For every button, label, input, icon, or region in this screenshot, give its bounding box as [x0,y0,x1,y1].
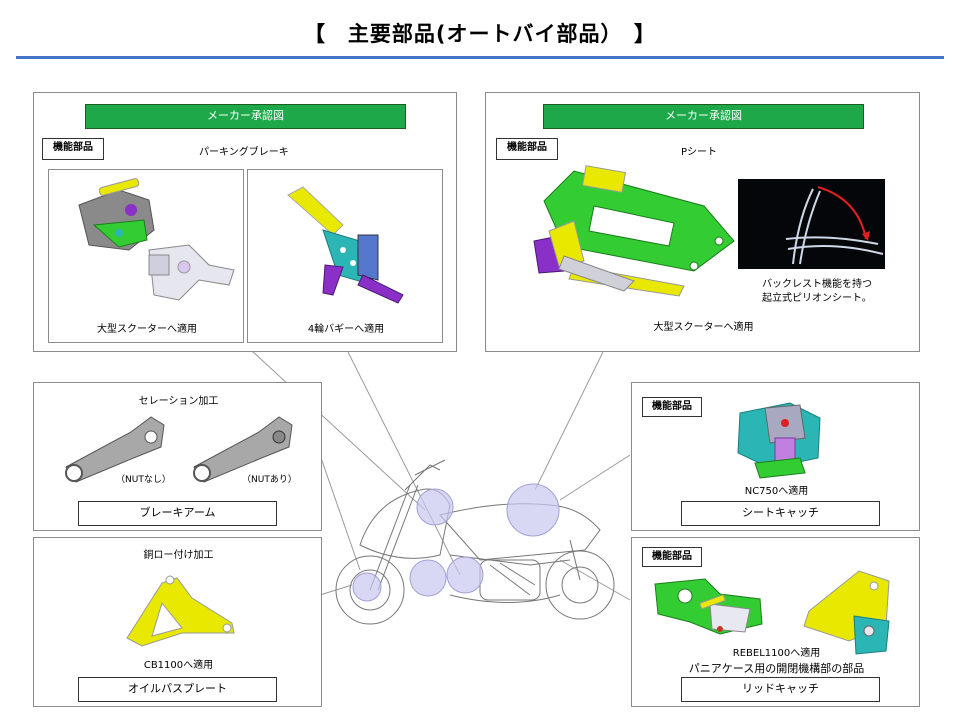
brake-arm-name: ブレーキアーム [78,501,277,526]
variant-no-nut-label: （NUTなし） [116,475,171,485]
buggy-brake-image [287,186,404,304]
p-seat-note-line1: バックレスト機能を持つ [762,279,872,290]
motorcycle-illustration [335,459,615,625]
p-seat-image [533,165,735,297]
parking-brake-panel: メーカー承認図 機能部品 パーキングブレーキ 大型スクーターへ適用 [33,92,457,352]
seat-catch-caption: NC750へ適用 [744,486,809,497]
brake-arm-panel: セレーション加工 （NUTなし） （NUTあり） ブレーキアーム [33,382,322,531]
brake-arm-with-nut-image [193,416,293,483]
variant-with-nut-label: （NUTあり） [242,475,297,485]
scooter-brake-image [78,178,235,301]
functional-part-tag: 機能部品 [642,397,702,417]
p-seat-caption: 大型スクーターへ適用 [653,322,754,333]
part-name-label: パーキングブレーキ [199,147,289,158]
oil-pipe-plate-image [126,575,235,647]
buggy-caption: 4輪バギーへ適用 [307,324,385,335]
functional-part-tag: 機能部品 [496,138,558,160]
title-underline [16,56,944,59]
oil-pipe-plate-panel: 銅ロー付け加工 CB1100へ適用 オイルパスプレート [33,537,322,707]
maker-approval-label: メーカー承認図 [543,104,864,129]
page-title: 【 主要部品(オートバイ部品） 】 [303,22,657,46]
part-name-label: Pシート [681,147,718,158]
buggy-brake-subpanel: 4輪バギーへ適用 [247,169,443,343]
lid-catch-right-image [803,570,890,655]
scooter-caption: 大型スクーターへ適用 [97,324,197,335]
seat-catch-panel: 機能部品 NC750へ適用 シートキャッチ [631,382,920,531]
oil-pipe-plate-name: オイルパスプレート [78,677,277,702]
lid-catch-name: リッドキャッチ [681,677,880,702]
p-seat-note-line2: 起立式ピリオンシート。 [762,293,872,304]
brazing-process-label: 銅ロー付け加工 [143,550,214,561]
p-seat-panel: メーカー承認図 機能部品 Pシート バックレスト機能を持つ 起立式ピリオンシート… [485,92,920,352]
lid-catch-panel: 機能部品 REBEL1100へ適用 パニアケース用の開閉機構部の部品 リッドキャ… [631,537,920,707]
brake-arm-no-nut-image [65,416,165,483]
oil-pipe-caption: CB1100へ適用 [143,660,214,671]
maker-approval-label: メーカー承認図 [85,104,406,129]
serration-process-label: セレーション加工 [138,396,219,407]
seat-catch-name: シートキャッチ [681,501,880,526]
scooter-brake-subpanel: 大型スクーターへ適用 [48,169,244,343]
functional-part-tag: 機能部品 [642,547,702,567]
lid-catch-left-image [654,578,763,635]
seat-catch-image [737,402,821,479]
functional-part-tag: 機能部品 [42,138,104,160]
lid-catch-caption: REBEL1100へ適用 [732,648,821,659]
p-seat-photo [738,179,885,269]
lid-catch-description: パニアケース用の開閉機構部の部品 [688,662,865,675]
